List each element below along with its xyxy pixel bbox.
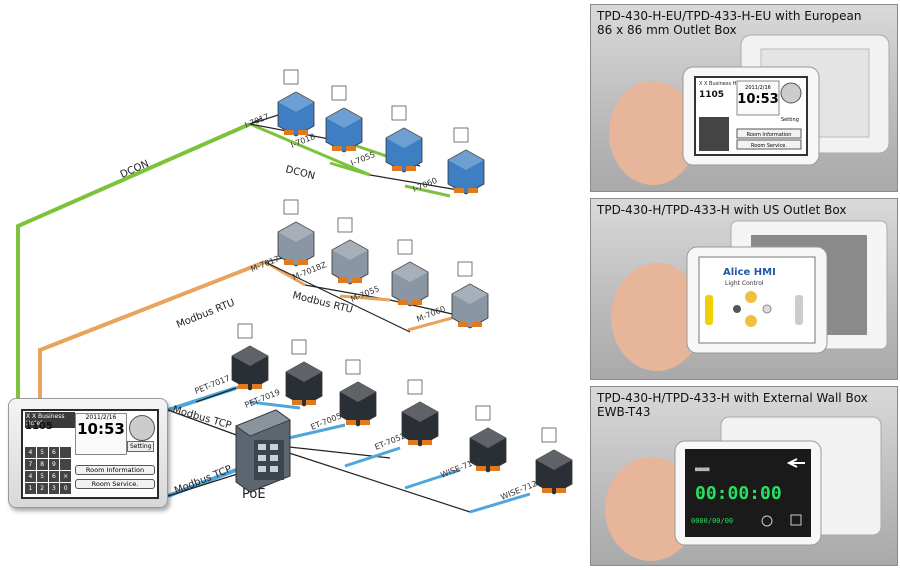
panel-eu-photo: X X Business Hotel 1105 2011/2/16 10:53 …: [609, 34, 890, 185]
tcp-module: WISE-7118Z: [439, 405, 507, 480]
panel1-hotel: X X Business Hotel: [699, 81, 746, 87]
hmi-key: ×: [60, 471, 71, 482]
panel-wall-box: TPD-430-H/TPD-433-H with External Wall B…: [590, 386, 898, 566]
hmi-room-info-button: Room Information: [75, 465, 155, 475]
bus-label-rtu-left: Modbus RTU: [175, 297, 236, 330]
module-label: M-7055: [349, 284, 380, 304]
panel1-date: 2011/2/16: [745, 85, 771, 91]
hmi-setting-button: Setting: [127, 441, 155, 452]
svg-text:■■■■: ■■■■: [695, 466, 710, 473]
panel1-room-info: Room Information: [747, 132, 792, 138]
module-label: ET-7052: [373, 431, 406, 452]
hmi-hotel-name: X X Business Hotel: [25, 412, 75, 428]
hmi-key: 8: [36, 459, 48, 470]
panel-us-photo: Alice HMI Light Control: [611, 220, 888, 371]
hmi-key: 9: [48, 459, 60, 470]
panel1-room-service: Room Service.: [751, 143, 787, 149]
panel-eu-title-line1: TPD-430-H-EU/TPD-433-H-EU with European: [597, 9, 862, 23]
panel1-setting: Setting: [781, 117, 799, 123]
bus-label-rtu-mid: Modbus RTU: [291, 290, 354, 316]
bus-label-dcon-mid: DCON: [284, 164, 316, 182]
tcp-module: ET-7052: [373, 379, 439, 452]
hmi-key: 7: [25, 459, 36, 470]
bus-label-dcon-top: DCON: [119, 158, 151, 180]
hmi-key: 4: [25, 471, 36, 482]
panel-us-outlet: TPD-430-H/TPD-433-H with US Outlet Box A…: [590, 198, 898, 380]
rtu-module: M-7060: [415, 261, 489, 329]
panel-eu-outlet: TPD-430-H-EU/TPD-433-H-EU with European …: [590, 4, 898, 192]
panel3-timer: 00:00:00: [695, 483, 782, 504]
rtu-module: M-7055: [349, 239, 429, 307]
panel3-timer-small: 0000/00/00: [691, 517, 733, 525]
hmi-date: 2011/2/16: [85, 414, 117, 421]
hmi-key: 2: [36, 483, 48, 494]
dcon-bus: [16, 107, 471, 398]
hmi-key: 0: [60, 483, 71, 494]
panel-eu-title-line2: 86 x 86 mm Outlet Box: [597, 23, 737, 37]
hmi-room-number: 1105: [25, 421, 53, 432]
hmi-key: 6: [48, 447, 60, 458]
panel2-subtitle: Light Control: [725, 280, 764, 287]
hmi-key: 5: [36, 471, 48, 482]
rtu-module: M-7018Z: [291, 217, 369, 285]
panel1-time: 10:53: [737, 92, 778, 107]
poe-switch: [235, 409, 291, 493]
hmi-room-service-button: Room Service.: [75, 479, 155, 489]
hmi-key: 3: [48, 483, 60, 494]
hmi-key: [60, 447, 71, 458]
hmi-key: 6: [48, 471, 60, 482]
speaker-icon: [129, 415, 155, 441]
bus-label-tcp-lower: Modbus TCP: [173, 464, 233, 497]
panel-us-title-line1: TPD-430-H/TPD-433-H with US Outlet Box: [597, 203, 847, 217]
rtu-bus: [38, 251, 471, 398]
panel-wall-title-line1: TPD-430-H/TPD-433-H with External Wall B…: [597, 391, 868, 405]
hmi-key: 1: [25, 483, 36, 494]
tcp-module: PET-7017: [193, 323, 269, 396]
tcp-module: WISE-7126: [499, 427, 573, 502]
dcon-module: I-7018: [289, 85, 363, 153]
panel-us-title: TPD-430-H/TPD-433-H with US Outlet Box: [597, 203, 891, 217]
bus-label-tcp-upper: Modbus TCP: [171, 404, 232, 431]
panel-wall-title: TPD-430-H/TPD-433-H with External Wall B…: [597, 391, 891, 419]
dcon-module: I-7017: [243, 69, 315, 137]
panel2-brand: Alice HMI: [723, 267, 776, 278]
hmi-time: 10:53: [77, 420, 125, 438]
rtu-module: M-7017: [249, 199, 315, 274]
hmi-key: 5: [36, 447, 48, 458]
hmi-clock: 2011/2/16 10:53: [75, 413, 127, 455]
panel-wall-title-line2: EWB-T43: [597, 405, 651, 419]
hmi-key: 4: [25, 447, 36, 458]
module-label: I-7055: [349, 150, 376, 168]
module-label: M-7017: [249, 254, 280, 274]
panel-eu-title: TPD-430-H-EU/TPD-433-H-EU with European …: [597, 9, 891, 37]
panel1-room: 1105: [699, 90, 724, 100]
panel-wall-photo: ■■■■ 00:00:00 0000/00/00: [605, 416, 882, 561]
hmi-key: [60, 459, 71, 470]
